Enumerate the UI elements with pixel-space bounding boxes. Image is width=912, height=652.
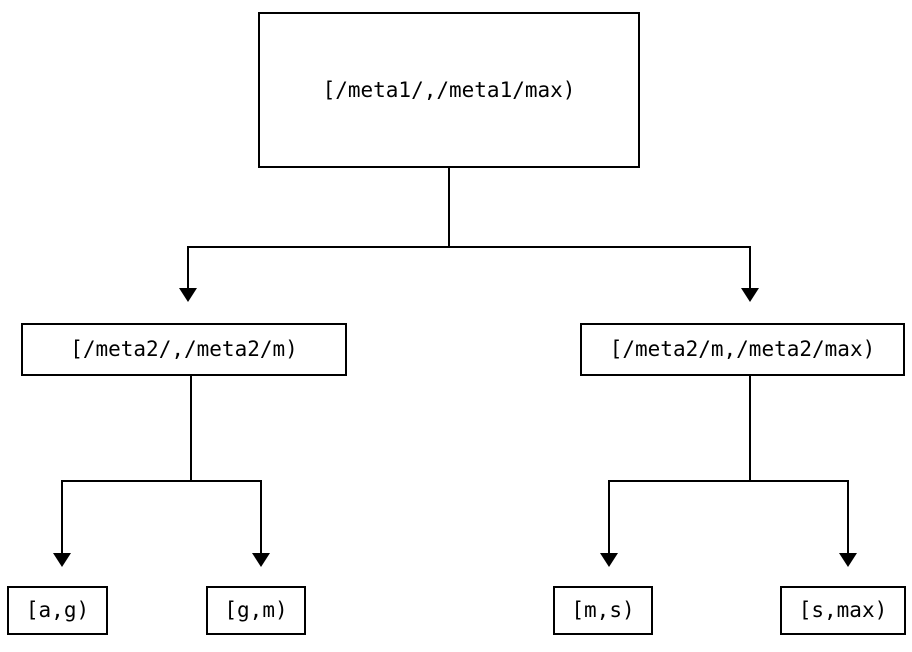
arrowhead-root-to-level2-right (741, 288, 759, 302)
arrowhead-level2-right-to-leaf2 (600, 553, 618, 567)
edge-level2-left-to-leaf0-drop (61, 480, 63, 553)
node-leaf-a-g[interactable]: [a,g) (7, 586, 108, 635)
arrowhead-level2-right-to-leaf3 (839, 553, 857, 567)
node-leaf-g-m[interactable]: [g,m) (206, 586, 306, 635)
edge-level2-right-stem (749, 376, 751, 482)
edge-level2-left-stem (190, 376, 192, 482)
node-leaf-m-s[interactable]: [m,s) (553, 586, 653, 635)
arrowhead-root-to-level2-left (179, 288, 197, 302)
node-leaf-g-m-label: [g,m) (224, 598, 288, 622)
node-leaf-s-max-label: [s,max) (798, 598, 888, 622)
edge-level2-right-bus (609, 480, 849, 482)
arrowhead-level2-left-to-leaf0 (53, 553, 71, 567)
node-level2-right-label: [/meta2/m,/meta2/max) (609, 337, 876, 361)
edge-level2-left-to-leaf1-drop (260, 480, 262, 553)
edge-level2-right-to-leaf2-drop (608, 480, 610, 553)
node-root-label: [/meta1/,/meta1/max) (322, 77, 576, 102)
edge-root-to-level2-left-drop (187, 246, 189, 288)
node-leaf-m-s-label: [m,s) (571, 598, 635, 622)
node-level2-right[interactable]: [/meta2/m,/meta2/max) (580, 323, 905, 376)
arrowhead-level2-left-to-leaf1 (252, 553, 270, 567)
edge-level2-left-bus (62, 480, 262, 482)
edge-root-stem (448, 168, 450, 248)
edge-root-to-level2-right-drop (749, 246, 751, 288)
node-leaf-s-max[interactable]: [s,max) (780, 586, 906, 635)
node-level2-left-label: [/meta2/,/meta2/m) (70, 337, 298, 361)
node-root[interactable]: [/meta1/,/meta1/max) (258, 12, 640, 168)
edge-root-bus (188, 246, 750, 248)
edge-level2-right-to-leaf3-drop (847, 480, 849, 553)
node-leaf-a-g-label: [a,g) (25, 598, 90, 622)
node-level2-left[interactable]: [/meta2/,/meta2/m) (21, 323, 347, 376)
